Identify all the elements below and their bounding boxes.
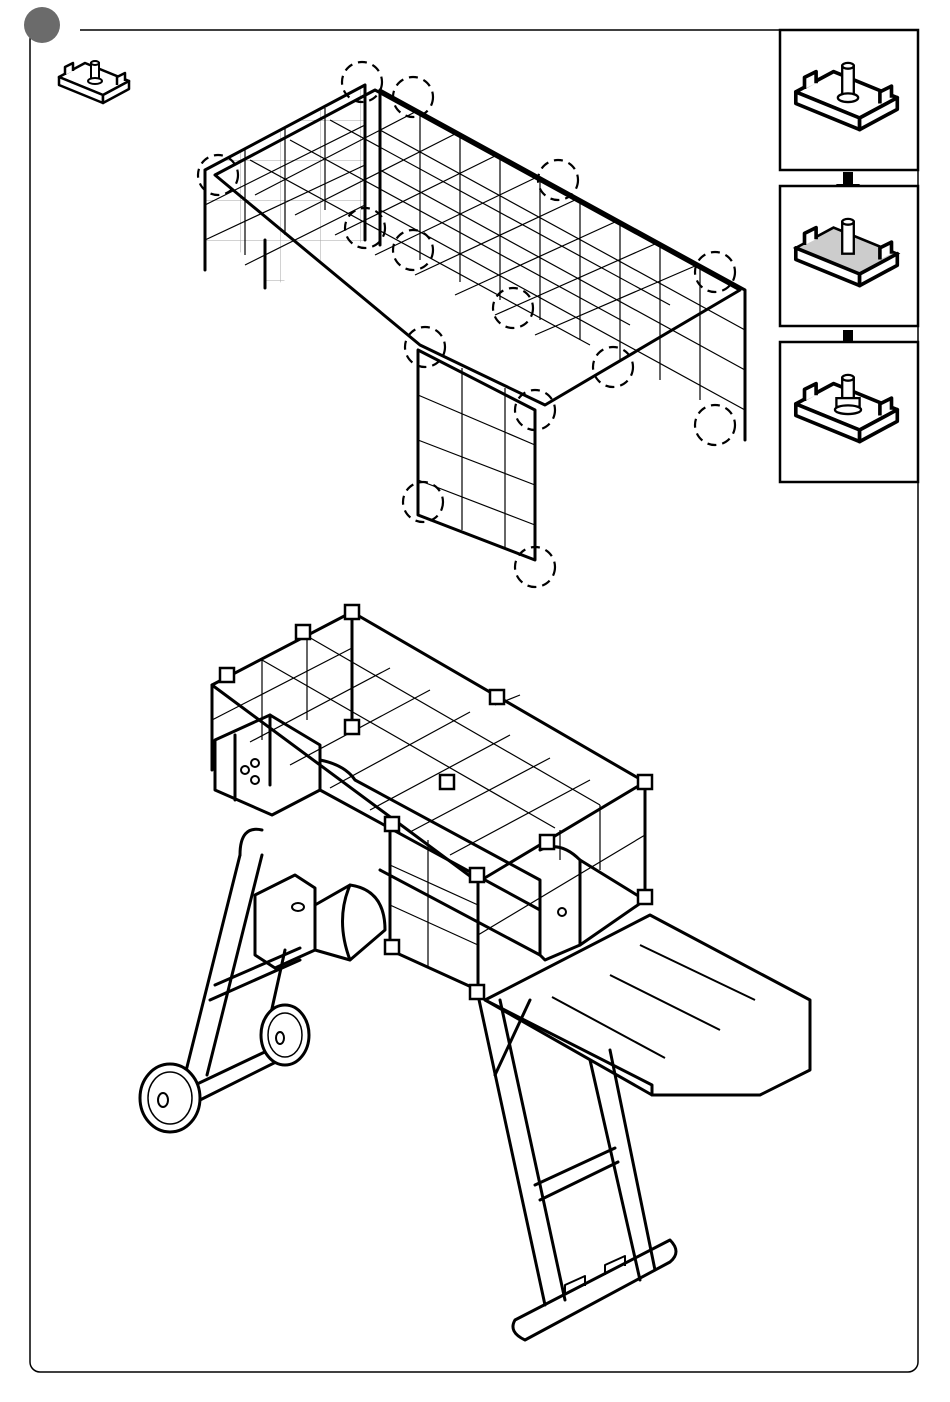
mesh-clip-icon xyxy=(59,61,129,103)
inset-clip-open xyxy=(780,30,918,170)
mesh-panel-front xyxy=(418,350,535,560)
wheel-rear xyxy=(261,1005,309,1065)
log-tray xyxy=(485,915,810,1095)
mesh-panel-back xyxy=(380,90,745,440)
log-splitter-assembled xyxy=(140,605,810,1340)
mesh-panels-exploded xyxy=(198,62,745,587)
motor xyxy=(255,875,385,968)
wheel-front xyxy=(140,1064,200,1132)
inset-clip-with-mesh xyxy=(780,186,918,326)
step-number-badge xyxy=(24,7,60,43)
inset-clip-tightened xyxy=(780,342,918,482)
